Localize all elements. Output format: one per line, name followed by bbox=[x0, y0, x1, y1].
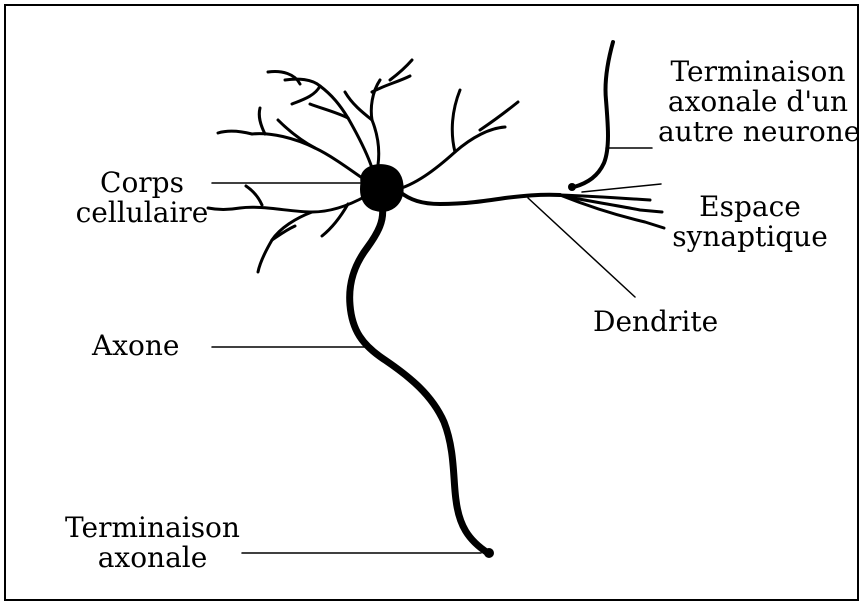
other-neuron-axon bbox=[574, 42, 613, 187]
axon bbox=[350, 205, 488, 553]
leader-espace bbox=[582, 184, 661, 192]
label-line: Terminaison bbox=[658, 57, 858, 87]
dendrite-main bbox=[400, 192, 560, 204]
leader-dendrite bbox=[528, 198, 635, 297]
label-line: cellulaire bbox=[56, 198, 228, 228]
label-line: Terminaison bbox=[50, 513, 255, 543]
label-terminaison-axonale: Terminaison axonale bbox=[50, 513, 255, 573]
dendrites-lower bbox=[208, 186, 366, 272]
other-axon-terminal bbox=[568, 183, 576, 191]
label-line: autre neurone bbox=[658, 117, 858, 147]
label-line: Espace bbox=[660, 192, 840, 222]
label-line: axonale d'un bbox=[658, 87, 858, 117]
label-dendrite: Dendrite bbox=[593, 307, 718, 337]
label-espace-synaptique: Espace synaptique bbox=[660, 192, 840, 252]
label-line: Corps bbox=[56, 168, 228, 198]
label-terminaison-autre-neurone: Terminaison axonale d'un autre neurone bbox=[658, 57, 858, 147]
label-line: axonale bbox=[50, 543, 255, 573]
label-axone: Axone bbox=[92, 331, 179, 361]
label-line: synaptique bbox=[660, 222, 840, 252]
label-corps-cellulaire: Corps cellulaire bbox=[56, 168, 228, 228]
axon-terminal bbox=[484, 548, 494, 558]
